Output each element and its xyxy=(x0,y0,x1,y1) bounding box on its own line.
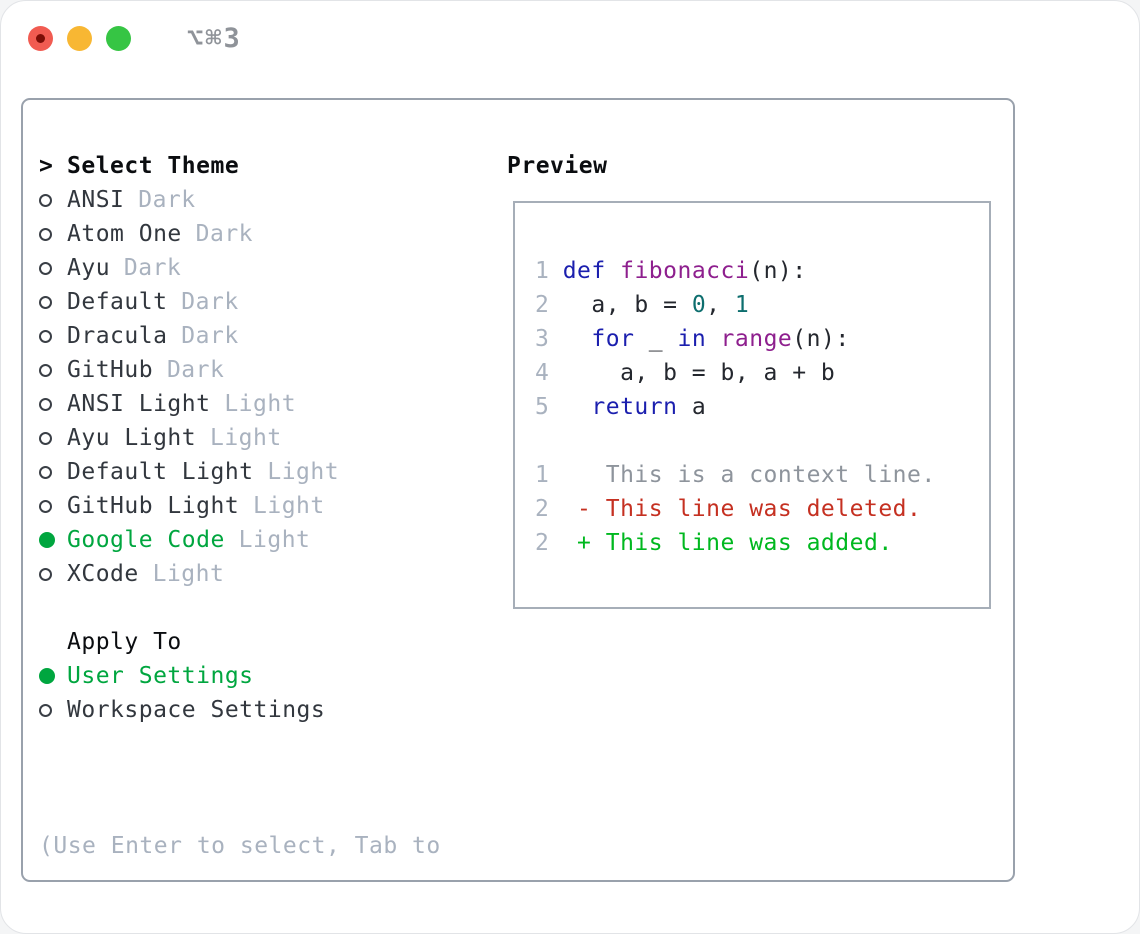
apply-label: User Settings xyxy=(67,663,254,689)
theme-label: XCode xyxy=(67,561,139,587)
radio-icon xyxy=(39,431,67,445)
code-line-4: 4 a, b = b, a + b xyxy=(535,360,836,386)
help-line-1: (Use Enter to select, Tab to xyxy=(39,833,441,859)
theme-label: Dracula xyxy=(67,323,168,349)
theme-label: Default Light xyxy=(67,459,254,485)
line-number: 1 xyxy=(535,462,550,488)
theme-variant-tag: Dark xyxy=(123,255,182,281)
theme-item-default[interactable]: Default Dark xyxy=(39,285,491,319)
theme-item-ayu[interactable]: Ayu Dark xyxy=(39,251,491,285)
diff-text: This is a context line. xyxy=(562,462,936,488)
window-title: ⌥⌘3 xyxy=(187,23,242,54)
theme-label: Google Code xyxy=(67,527,225,553)
close-button[interactable] xyxy=(28,26,53,51)
line-number: 3 xyxy=(535,326,550,352)
theme-item-atom-one[interactable]: Atom One Dark xyxy=(39,217,491,251)
theme-variant-tag: Light xyxy=(238,527,311,553)
theme-label: Ayu xyxy=(67,255,111,281)
apply-to-header-row: Apply To xyxy=(39,625,491,659)
help-text: (Use Enter to select, Tab to change focu… xyxy=(39,761,491,933)
apply-label: Workspace Settings xyxy=(67,697,326,723)
theme-variant-tag: Light xyxy=(267,459,340,485)
radio-icon xyxy=(39,567,67,581)
preview-title: Preview xyxy=(507,153,608,179)
zoom-button[interactable] xyxy=(106,26,131,51)
radio-icon xyxy=(39,397,67,411)
theme-item-github[interactable]: GitHub Dark xyxy=(39,353,491,387)
apply-to-title: Apply To xyxy=(67,629,182,655)
radio-icon xyxy=(39,295,67,309)
theme-variant-tag: Dark xyxy=(181,289,239,315)
spacer xyxy=(39,591,491,625)
theme-variant-tag: Light xyxy=(209,425,282,451)
minimize-button[interactable] xyxy=(67,26,92,51)
radio-icon xyxy=(39,227,67,241)
code-line-3: 3 for _ in range(n): xyxy=(535,326,850,352)
theme-variant-tag: Light xyxy=(152,561,225,587)
theme-label: ANSI xyxy=(67,187,125,213)
theme-item-default-light[interactable]: Default Light Light xyxy=(39,455,491,489)
radio-icon xyxy=(39,465,67,479)
select-theme-header-row: > Select Theme xyxy=(39,149,491,183)
code-line-5: 5 return a xyxy=(535,394,707,420)
radio-icon xyxy=(39,499,67,513)
radio-icon xyxy=(39,261,67,275)
line-number: 2 xyxy=(535,530,550,556)
theme-label: GitHub xyxy=(67,357,154,383)
diff-line-deleted: 2 - This line was deleted. xyxy=(535,492,989,526)
diff-line-added: 2 + This line was added. xyxy=(535,526,989,560)
line-number: 4 xyxy=(535,360,550,386)
apply-item-workspace-settings[interactable]: Workspace Settings xyxy=(39,693,491,727)
prompt-icon: > xyxy=(39,153,54,179)
radio-selected-icon xyxy=(39,668,67,684)
code-line-2: 2 a, b = 0, 1 xyxy=(535,292,750,318)
theme-item-ayu-light[interactable]: Ayu Light Light xyxy=(39,421,491,455)
apply-item-user-settings[interactable]: User Settings xyxy=(39,659,491,693)
theme-item-ansi[interactable]: ANSI Dark xyxy=(39,183,491,217)
theme-variant-tag: Dark xyxy=(138,187,196,213)
close-button-dot xyxy=(36,34,45,43)
line-number: 5 xyxy=(535,394,550,420)
diff-line-context: 1 This is a context line. xyxy=(535,458,989,492)
theme-label: Atom One xyxy=(67,221,182,247)
theme-label: Ayu Light xyxy=(67,425,197,451)
line-number: 2 xyxy=(535,496,550,522)
theme-item-google-code[interactable]: Google Code Light xyxy=(39,523,491,557)
theme-label: GitHub Light xyxy=(67,493,240,519)
radio-icon xyxy=(39,703,67,717)
line-number: 2 xyxy=(535,292,550,318)
theme-variant-tag: Light xyxy=(253,493,325,519)
line-number: 1 xyxy=(535,258,550,284)
theme-variant-tag: Dark xyxy=(195,221,254,247)
select-theme-title: Select Theme xyxy=(67,153,240,179)
theme-label: ANSI Light xyxy=(67,391,211,417)
theme-item-ansi-light[interactable]: ANSI Light Light xyxy=(39,387,491,421)
radio-icon xyxy=(39,363,67,377)
titlebar: ⌥⌘3 xyxy=(1,1,1139,76)
diff-text: + This line was added. xyxy=(562,530,893,556)
radio-icon xyxy=(39,193,67,207)
theme-label: Default xyxy=(67,289,168,315)
theme-item-dracula[interactable]: Dracula Dark xyxy=(39,319,491,353)
theme-variant-tag: Dark xyxy=(166,357,225,383)
radio-icon xyxy=(39,329,67,343)
spacer-line xyxy=(535,424,989,458)
diff-text: - This line was deleted. xyxy=(562,496,922,522)
theme-variant-tag: Light xyxy=(224,391,297,417)
theme-item-xcode[interactable]: XCode Light xyxy=(39,557,491,591)
radio-selected-icon xyxy=(39,532,67,548)
theme-item-github-light[interactable]: GitHub Light Light xyxy=(39,489,491,523)
theme-variant-tag: Dark xyxy=(181,323,239,349)
